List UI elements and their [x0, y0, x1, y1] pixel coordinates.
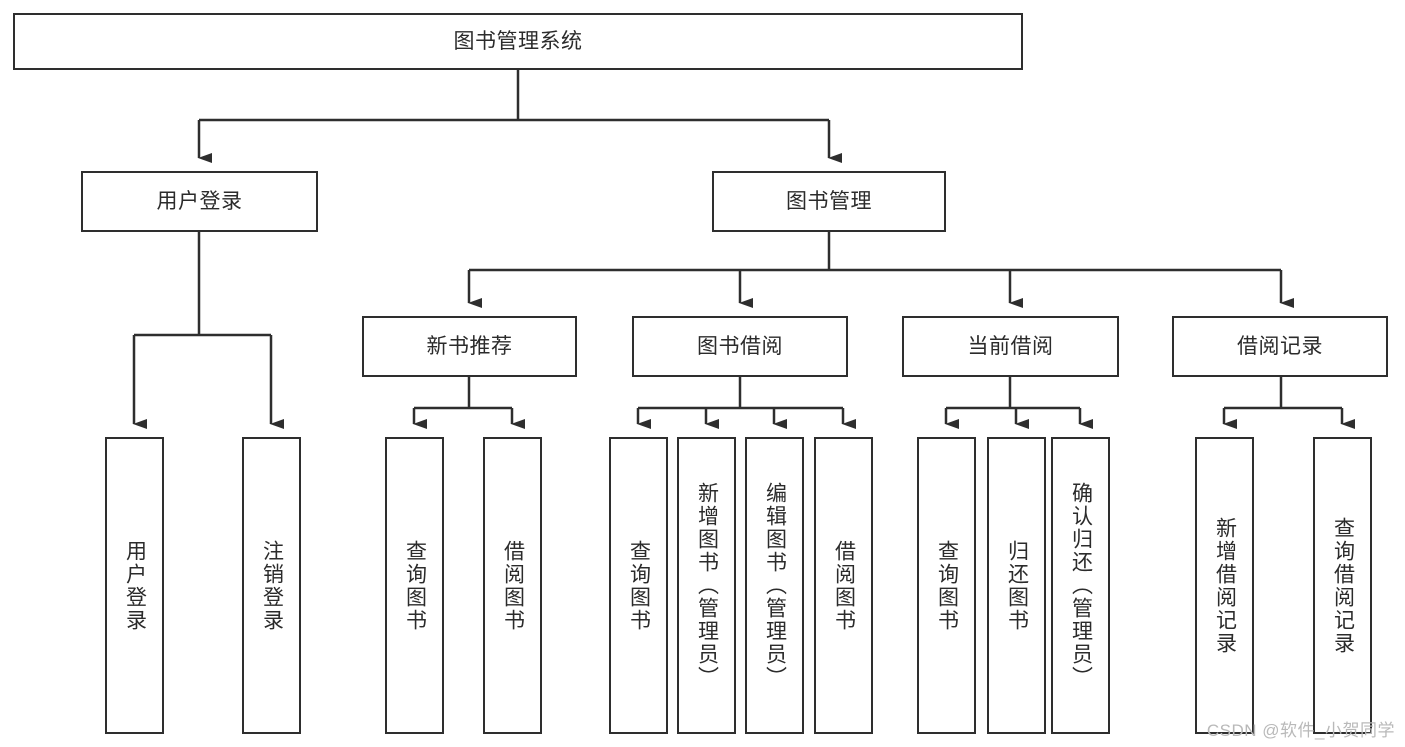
- node-label: 借阅图书: [501, 539, 525, 632]
- leaf-current-borrow-return[interactable]: 归还图书: [987, 437, 1046, 734]
- node-label: 用户登录: [156, 189, 243, 213]
- node-label: 确认归还（管理员）: [1069, 482, 1093, 689]
- leaf-book-borrow-edit[interactable]: 编辑图书（管理员）: [745, 437, 804, 734]
- leaf-new-book-query[interactable]: 查询图书: [385, 437, 444, 734]
- node-user-login[interactable]: 用户登录: [81, 171, 318, 232]
- node-label: 查询借阅记录: [1331, 516, 1355, 655]
- leaf-book-borrow-add[interactable]: 新增图书（管理员）: [677, 437, 736, 734]
- node-new-book-recommend[interactable]: 新书推荐: [362, 316, 577, 377]
- leaf-user-login-signout[interactable]: 注销登录: [242, 437, 301, 734]
- leaf-new-book-borrow[interactable]: 借阅图书: [483, 437, 542, 734]
- node-label: 图书借阅: [697, 334, 783, 358]
- node-label: 新增图书（管理员）: [695, 482, 719, 689]
- node-label: 借阅图书: [832, 539, 856, 632]
- node-label: 查询图书: [935, 539, 959, 632]
- node-label: 查询图书: [627, 539, 651, 632]
- node-book-borrow[interactable]: 图书借阅: [632, 316, 848, 377]
- leaf-borrow-record-add[interactable]: 新增借阅记录: [1195, 437, 1254, 734]
- node-label: 图书管理: [786, 189, 872, 213]
- node-label: 查询图书: [403, 539, 427, 632]
- leaf-current-borrow-confirm-return[interactable]: 确认归还（管理员）: [1051, 437, 1110, 734]
- leaf-user-login-signin[interactable]: 用户登录: [105, 437, 164, 734]
- node-label: 新书推荐: [426, 334, 513, 358]
- node-label: 注销登录: [260, 539, 284, 632]
- node-borrow-record[interactable]: 借阅记录: [1172, 316, 1388, 377]
- node-label: 当前借阅: [967, 334, 1054, 358]
- watermark-text: CSDN @软件_小贺同学: [1206, 721, 1395, 740]
- leaf-borrow-record-query[interactable]: 查询借阅记录: [1313, 437, 1372, 734]
- node-label: 图书管理系统: [453, 29, 583, 53]
- node-label: 借阅记录: [1237, 334, 1323, 358]
- leaf-book-borrow-query[interactable]: 查询图书: [609, 437, 668, 734]
- node-label: 新增借阅记录: [1213, 516, 1237, 655]
- node-root-book-management-system[interactable]: 图书管理系统: [13, 13, 1023, 70]
- leaf-current-borrow-query[interactable]: 查询图书: [917, 437, 976, 734]
- node-label: 用户登录: [123, 539, 147, 632]
- node-label: 归还图书: [1005, 539, 1029, 632]
- node-current-borrow[interactable]: 当前借阅: [902, 316, 1119, 377]
- node-label: 编辑图书（管理员）: [763, 482, 787, 689]
- node-book-management[interactable]: 图书管理: [712, 171, 946, 232]
- leaf-book-borrow-borrow[interactable]: 借阅图书: [814, 437, 873, 734]
